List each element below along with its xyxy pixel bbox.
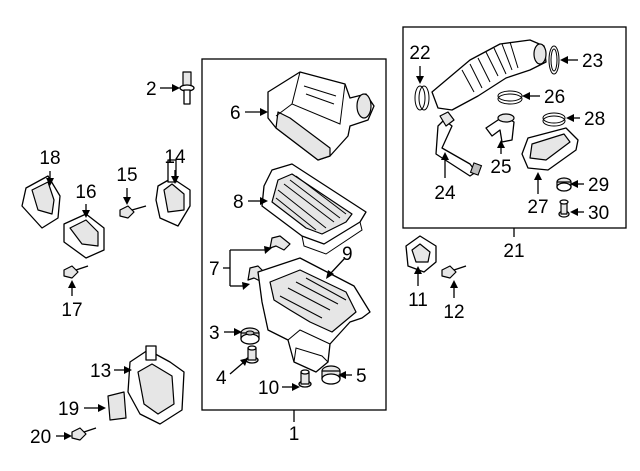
callout-27: 27 (527, 197, 548, 218)
callout-5: 5 (356, 366, 367, 387)
callout-4: 4 (216, 368, 227, 389)
part-8-filter-element (261, 163, 367, 255)
part-19-bracket (107, 391, 127, 421)
callout-16: 16 (75, 182, 96, 203)
part-28-clamp (542, 112, 566, 127)
part-14-bracket (155, 159, 191, 227)
part-20-bolt (71, 427, 97, 441)
callout-13: 13 (90, 361, 111, 382)
callout-3: 3 (209, 323, 220, 344)
callout-6: 6 (230, 103, 241, 124)
part-18-bracket (21, 175, 61, 229)
callout-29: 29 (588, 175, 609, 196)
part-4-stud (245, 345, 259, 364)
part-22-clamp (414, 85, 430, 111)
callout-18: 18 (39, 148, 60, 169)
part-23-seal (548, 45, 560, 75)
callout-28: 28 (584, 109, 605, 130)
part-27-resonator (521, 127, 579, 171)
part-13-resonator (127, 345, 185, 425)
part-24-hose (435, 111, 483, 177)
callout-12: 12 (443, 302, 464, 323)
part-25-hose (485, 113, 515, 143)
part-29-grommet (556, 177, 572, 192)
part-2-pin (179, 71, 195, 105)
part-5-grommet (321, 365, 341, 385)
part-16-bracket (63, 213, 105, 259)
callout-22: 22 (409, 43, 430, 64)
callout-15: 15 (116, 165, 137, 186)
part-3-grommet (240, 327, 260, 345)
callout-23: 23 (582, 51, 603, 72)
callout-2: 2 (146, 79, 157, 100)
callout-8: 8 (233, 192, 244, 213)
callout-labels: 1 2 3 4 5 6 7 8 9 10 11 12 13 14 15 16 1… (30, 43, 609, 448)
part-10-stud (298, 369, 312, 388)
part-30-stud (558, 199, 570, 218)
callout-7: 7 (209, 259, 220, 280)
callout-11: 11 (408, 290, 428, 311)
callout-26: 26 (544, 87, 565, 108)
callout-17: 17 (61, 300, 82, 321)
callout-24: 24 (434, 183, 456, 204)
part-21-intake-tube (431, 39, 547, 111)
part-17-bolt (63, 265, 89, 279)
callout-20: 20 (30, 427, 51, 448)
part-15-bolt (119, 205, 147, 219)
callout-9: 9 (342, 244, 353, 265)
callout-1: 1 (289, 424, 300, 445)
callout-25: 25 (490, 157, 511, 178)
part-11-bracket (405, 235, 437, 273)
callout-14: 14 (164, 147, 186, 168)
callout-19: 19 (58, 399, 79, 420)
part-12-bolt (441, 265, 467, 279)
part-6-air-cleaner-cover (267, 71, 375, 161)
part-26-clamp (497, 90, 523, 105)
callout-21: 21 (503, 241, 524, 262)
part-9-lower-housing (257, 257, 371, 373)
callout-10: 10 (258, 378, 279, 399)
callout-30: 30 (588, 203, 609, 224)
leader-lines (46, 56, 584, 440)
